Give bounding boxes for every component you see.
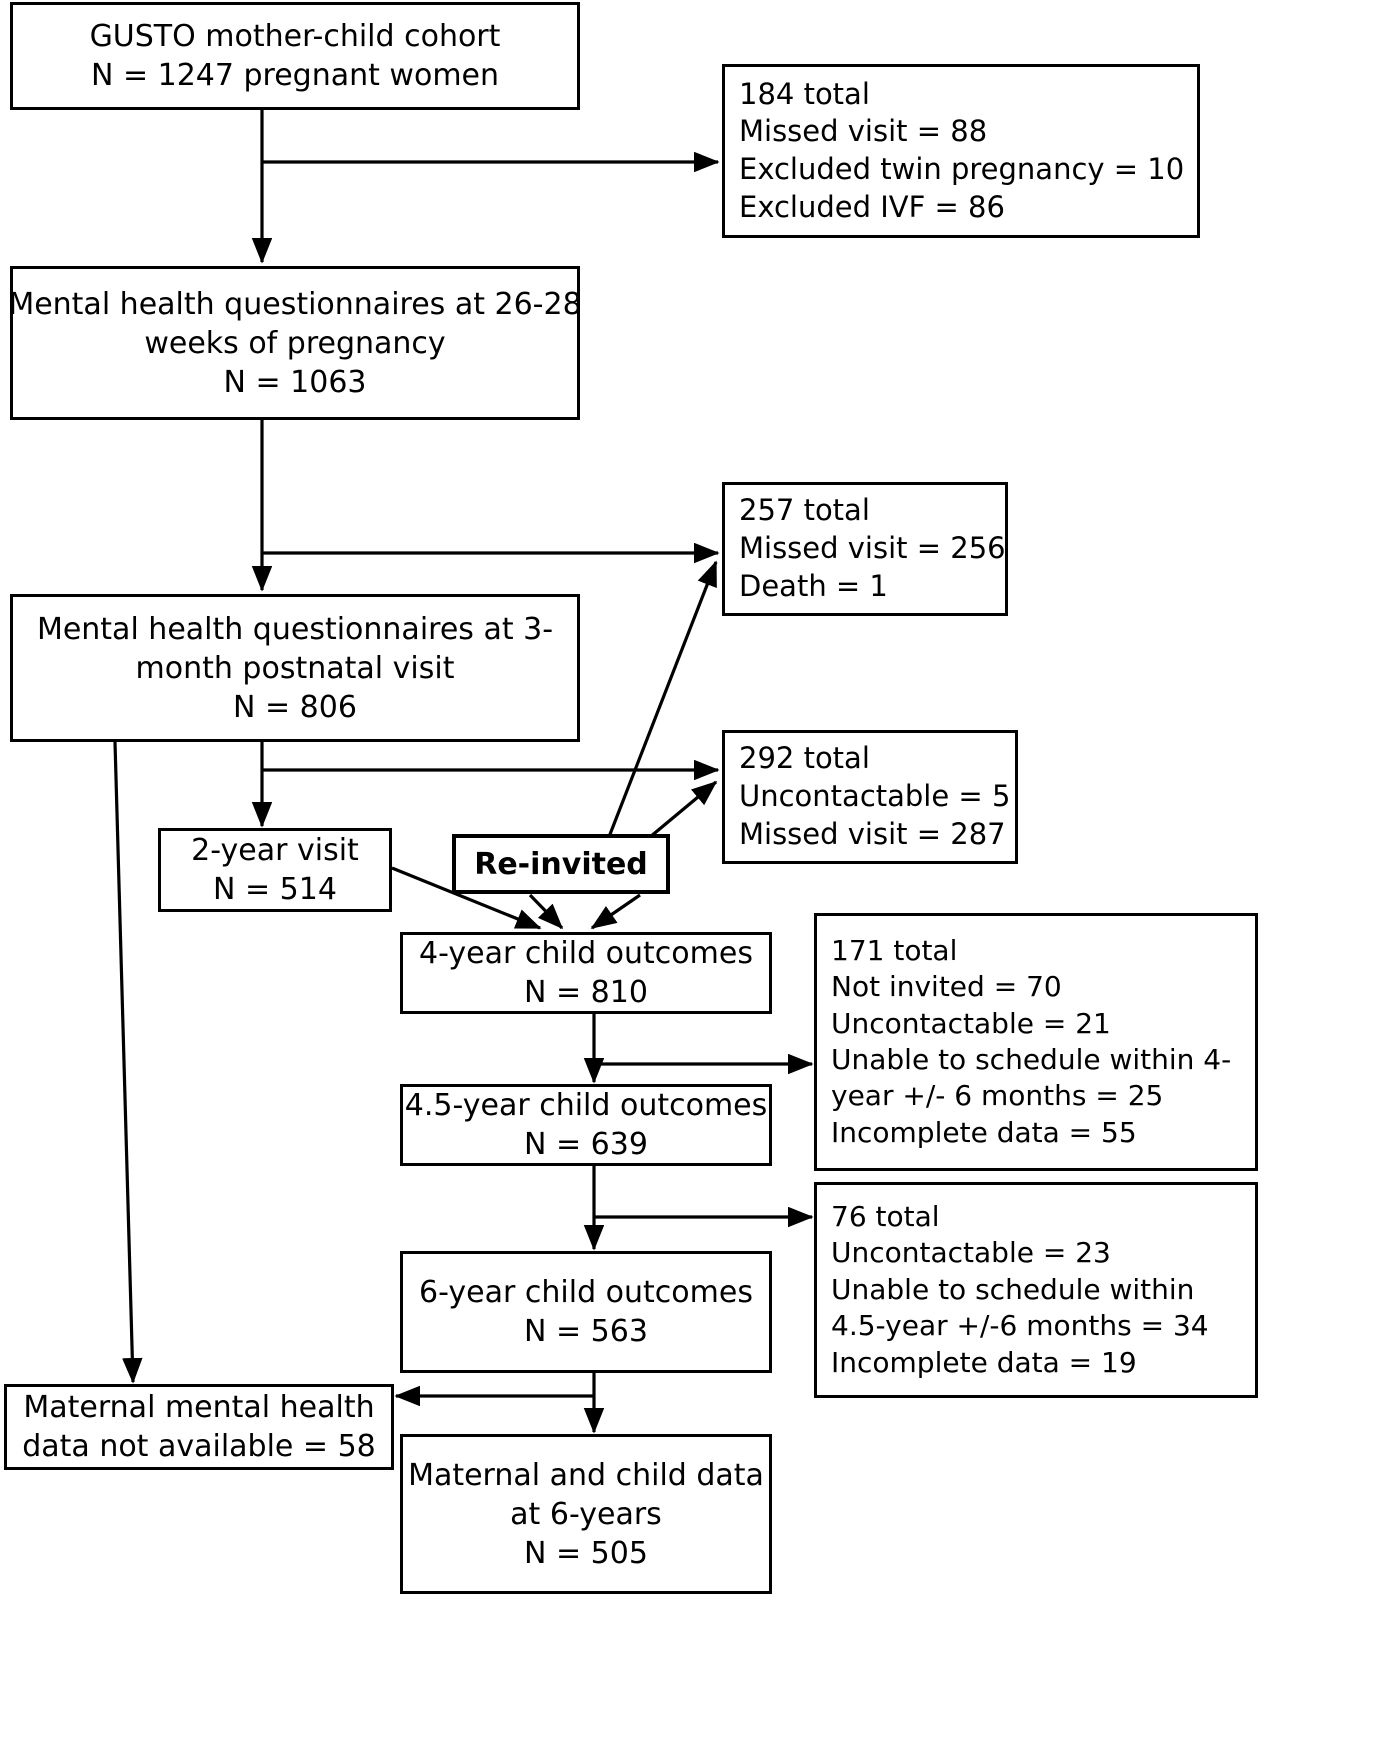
node-outcomes-4-year: 4-year child outcomes N = 810 — [400, 932, 772, 1014]
final-data-line-2: at 6-years — [510, 1496, 662, 1532]
exclusion-171-line-3: Uncontactable = 21 — [831, 1006, 1111, 1040]
edge-mh3month-to-maternal-unavailable — [113, 741, 143, 1384]
node-visit-2-year: 2-year visit N = 514 — [158, 828, 392, 912]
exclusion-257-line-1: 257 total — [739, 493, 870, 528]
outcomes-4year-line-2: N = 810 — [524, 975, 648, 1010]
node-exclusion-76: 76 total Uncontactable = 23 Unable to sc… — [814, 1182, 1258, 1398]
exclusion-184-line-2: Missed visit = 88 — [739, 114, 988, 149]
exclusion-171-line-1: 171 total — [831, 933, 958, 967]
mh-26-28-line-1: Mental health questionnaires at 26-28 — [8, 286, 582, 322]
final-data-line-3: N = 505 — [524, 1535, 648, 1571]
outcomes-45year-line-1: 4.5-year child outcomes — [404, 1088, 768, 1123]
visit-2year-line-1: 2-year visit — [191, 833, 359, 868]
mh-26-28-line-2: weeks of pregnancy — [144, 325, 446, 361]
node-exclusion-171: 171 total Not invited = 70 Uncontactable… — [814, 913, 1258, 1171]
exclusion-292-line-1: 292 total — [739, 741, 870, 776]
edge-reinvited-to-outcomes4year-a — [528, 893, 564, 930]
maternal-unavailable-line-1: Maternal mental health — [23, 1390, 375, 1425]
visit-2year-line-2: N = 514 — [213, 872, 337, 907]
mh-3month-line-3: N = 806 — [233, 689, 357, 725]
exclusion-76-line-2: Uncontactable = 23 — [831, 1236, 1111, 1270]
exclusion-171-line-6: Incomplete data = 55 — [831, 1115, 1137, 1149]
exclusion-257-line-2: Missed visit = 256 — [739, 531, 1006, 566]
outcomes-6year-line-1: 6-year child outcomes — [419, 1275, 753, 1310]
re-invited-label: Re-invited — [474, 846, 648, 882]
exclusion-76-line-1: 76 total — [831, 1200, 940, 1234]
exclusion-292-line-2: Uncontactable = 5 — [739, 779, 1011, 814]
node-re-invited: Re-invited — [452, 834, 670, 894]
exclusion-76-line-5: Incomplete data = 19 — [831, 1345, 1137, 1379]
node-mental-health-3-month: Mental health questionnaires at 3- month… — [10, 594, 580, 742]
outcomes-4year-line-1: 4-year child outcomes — [419, 936, 753, 971]
node-outcomes-6-year: 6-year child outcomes N = 563 — [400, 1251, 772, 1373]
node-exclusion-292: 292 total Uncontactable = 5 Missed visit… — [722, 730, 1018, 864]
exclusion-292-line-3: Missed visit = 287 — [739, 816, 1006, 851]
mh-26-28-line-3: N = 1063 — [223, 364, 367, 400]
edge-reinvited-to-outcomes4year-b — [590, 893, 641, 930]
node-mental-health-26-28-weeks: Mental health questionnaires at 26-28 we… — [8, 266, 582, 420]
node-final-maternal-child-data: Maternal and child data at 6-years N = 5… — [400, 1434, 772, 1594]
mh-3month-line-1: Mental health questionnaires at 3- — [36, 611, 554, 647]
exclusion-171-line-2: Not invited = 70 — [831, 970, 1062, 1004]
node-cohort-line-2: N = 1247 pregnant women — [90, 58, 500, 93]
exclusion-184-line-1: 184 total — [739, 76, 870, 111]
exclusion-76-line-4: 4.5-year +/-6 months = 34 — [831, 1309, 1209, 1343]
exclusion-184-line-4: Excluded IVF = 86 — [739, 189, 1005, 224]
final-data-line-1: Maternal and child data — [408, 1457, 764, 1493]
exclusion-76-line-3: Unable to schedule within — [831, 1272, 1195, 1306]
exclusion-171-line-4: Unable to schedule within 4- — [831, 1043, 1232, 1076]
exclusion-171-line-5: year +/- 6 months = 25 — [831, 1079, 1164, 1113]
node-cohort: GUSTO mother-child cohort N = 1247 pregn… — [10, 2, 580, 110]
edge-reinvited-to-excl257 — [598, 560, 718, 861]
maternal-unavailable-line-2: data not available = 58 — [22, 1429, 376, 1464]
outcomes-45year-line-2: N = 639 — [524, 1127, 648, 1162]
node-exclusion-257: 257 total Missed visit = 256 Death = 1 — [722, 482, 1008, 616]
outcomes-6year-line-2: N = 563 — [524, 1314, 648, 1349]
exclusion-257-line-3: Death = 1 — [739, 568, 888, 603]
node-outcomes-4-5-year: 4.5-year child outcomes N = 639 — [400, 1084, 772, 1166]
exclusion-184-line-3: Excluded twin pregnancy = 10 — [739, 152, 1185, 186]
node-maternal-data-unavailable: Maternal mental health data not availabl… — [4, 1384, 394, 1470]
mh-3month-line-2: month postnatal visit — [135, 650, 455, 686]
node-cohort-line-1: GUSTO mother-child cohort — [89, 19, 501, 54]
node-exclusion-184: 184 total Missed visit = 88 Excluded twi… — [722, 64, 1200, 238]
